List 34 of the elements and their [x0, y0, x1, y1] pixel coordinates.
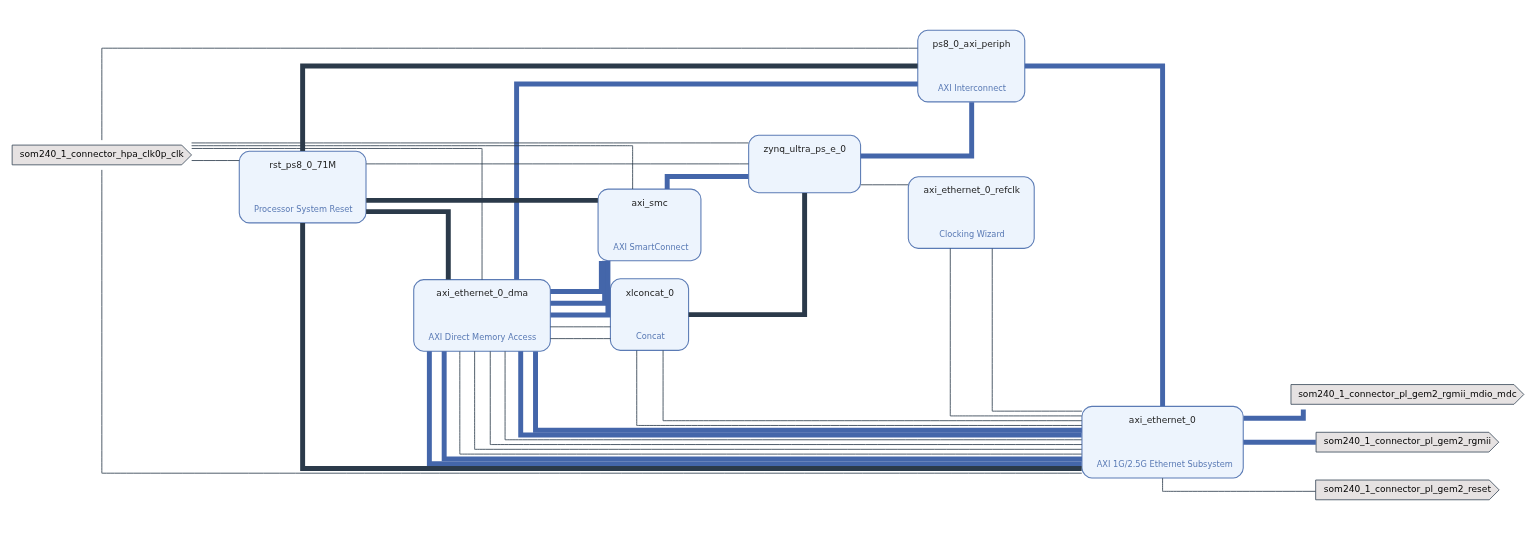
- node-box: axi_ethernet_0 AXI 1G/2.5G Ethernet Subsystem: [1081, 405, 1244, 479]
- connector: [688, 193, 808, 318]
- node-box: zynq_ultra_ps_e_0: [748, 134, 862, 194]
- connector: [366, 209, 451, 280]
- connector: [191, 142, 750, 144]
- node-box: axi_smc AXI SmartConnect: [597, 188, 702, 262]
- connector: [550, 260, 604, 294]
- node-box: axi_ethernet_0_refclk Clocking Wizard: [907, 176, 1035, 249]
- connector: [550, 338, 611, 340]
- connector: [550, 260, 608, 306]
- connector: [550, 260, 611, 318]
- node-box: rst_ps8_0_71M Processor System Reset: [238, 150, 367, 224]
- connector: [365, 163, 749, 165]
- connector: [860, 102, 975, 159]
- node-box: axi_ethernet_0_dma AXI Direct Memory Access: [413, 279, 551, 352]
- connector: [1024, 63, 1166, 407]
- connector: [664, 174, 749, 189]
- connector: [300, 63, 918, 152]
- connector: [191, 145, 634, 190]
- connector: [991, 248, 1083, 412]
- connector: [366, 197, 598, 203]
- connector: [550, 326, 611, 328]
- node-box: ps8_0_axi_periph AXI Interconnect: [917, 29, 1026, 103]
- connector: [949, 248, 1083, 417]
- connector: [1162, 477, 1316, 492]
- connector: [191, 148, 483, 281]
- connector: [1243, 409, 1306, 421]
- connector: [860, 184, 909, 186]
- connector: [1243, 439, 1316, 445]
- connector: [514, 81, 918, 280]
- node-box: xlconcat_0 Concat: [609, 278, 690, 351]
- connector: [101, 47, 918, 141]
- connector: [300, 223, 1082, 471]
- connector: [191, 160, 240, 161]
